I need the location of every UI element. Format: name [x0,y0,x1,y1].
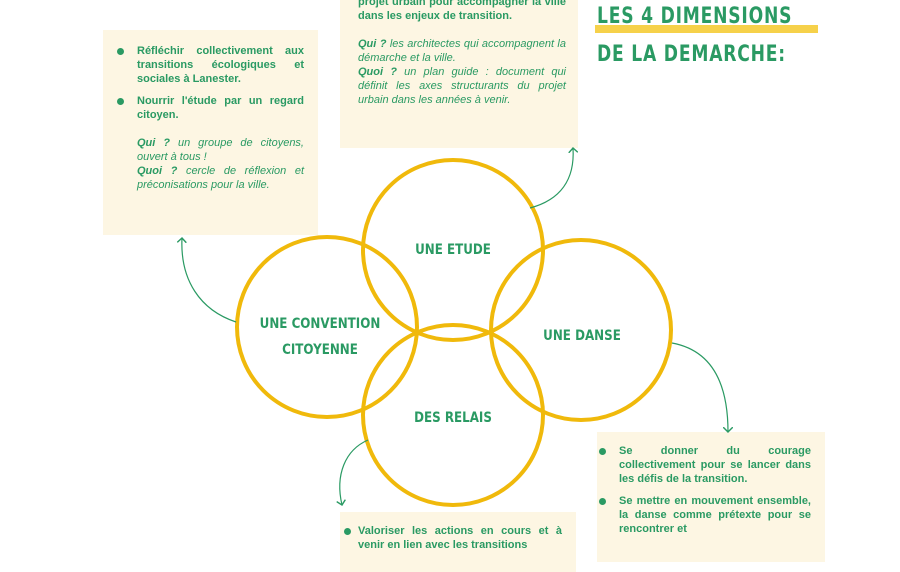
arrow-convention [182,238,237,323]
bullet-dot [599,448,606,455]
convention-qui: un groupe de citoyens, ouvert à tous ! [137,137,304,163]
label-convention-1: UNE CONVENTION [259,316,381,332]
title-line-2: DE LA DEMARCHE: [597,42,786,67]
danse-bullet-2: Se mettre en mouvement ensemble, la dans… [619,495,811,535]
venn-diagram [0,0,900,507]
arrow-relais [340,439,369,505]
circle-danse [489,238,673,422]
label-danse: UNE DANSE [543,328,621,344]
etude-qui: les architectes qui accompagnent la déma… [358,38,566,64]
qui-label: Qui ? [137,137,171,149]
relais-bullet-1: Valoriser les actions en cours et à veni… [358,525,562,551]
label-convention-2: CITOYENNE [282,342,358,358]
convention-quoi: cercle de réflexion et préconisations po… [137,165,305,191]
title-underline [595,25,818,33]
circle-convention [235,235,419,419]
convention-bullet-2: Nourrir l'étude par un regard citoyen. [137,95,304,121]
quoi-label: Quoi ? [358,66,397,78]
bullet-dot [117,48,124,55]
danse-bullet-1: Se donner du courage collectivement pour… [619,445,811,485]
etude-intro: projet urbain pour accompagner la ville … [358,0,566,22]
danse-box: Se donner du courage collectivement pour… [597,432,825,562]
label-relais: DES RELAIS [414,410,492,426]
etude-box: projet urbain pour accompagner la ville … [340,0,578,148]
arrow-danse [671,342,728,432]
quoi-label: Quoi ? [137,165,178,177]
bullet-dot [599,498,606,505]
bullet-dot [117,98,124,105]
arrow-etude [529,148,573,209]
convention-box: Réfléchir collectivement aux transitions… [103,30,318,235]
convention-bullet-1: Réfléchir collectivement aux transitions… [137,45,304,85]
circle-relais [361,323,545,507]
label-etude: UNE ETUDE [415,242,491,258]
qui-label: Qui ? [358,38,387,50]
etude-quoi: un plan guide : document qui définit les… [358,66,567,106]
title-line-1: LES 4 DIMENSIONS [597,4,793,29]
bullet-dot [344,528,351,535]
